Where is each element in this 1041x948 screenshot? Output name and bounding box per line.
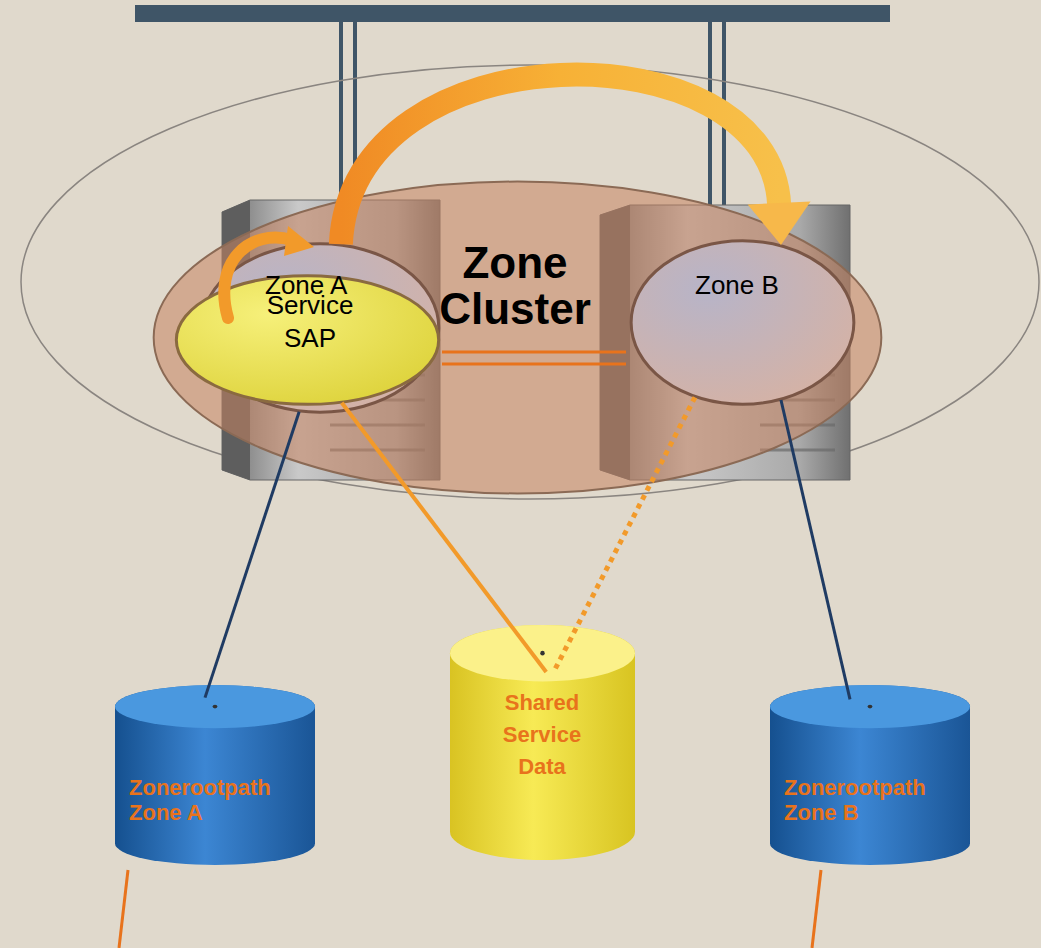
connector xyxy=(781,400,850,699)
zone-cluster-ellipse: Zone ClusterZone AService SAP Zone B xyxy=(150,180,885,495)
network-bar xyxy=(135,5,890,22)
node-label: Service SAP xyxy=(255,289,365,354)
node-label: Zonerootpath Zone B xyxy=(784,775,962,826)
connector xyxy=(554,397,695,672)
connector xyxy=(205,412,299,698)
node-label: Zone B xyxy=(695,270,845,301)
zone-circle: Zone B xyxy=(630,240,855,405)
node-label: Zonerootpath Zone A xyxy=(129,775,307,826)
zone-circle: Zone AService SAP xyxy=(200,243,440,413)
outer-ellipse xyxy=(21,65,1039,499)
local-restart-head xyxy=(284,226,314,256)
local-restart-arrow xyxy=(224,238,292,318)
arc-path xyxy=(341,75,779,245)
zone-link xyxy=(442,352,626,364)
connector xyxy=(342,403,546,672)
disk-cylinder: Zonerootpath Zone B xyxy=(770,685,970,865)
service-ellipse: Service SAP xyxy=(175,275,440,405)
connector-line xyxy=(554,397,695,672)
zone-circle-outline xyxy=(630,240,855,405)
disk-cylinder: Zonerootpath Zone A xyxy=(115,685,315,865)
connector-line xyxy=(205,412,299,698)
leader-lines xyxy=(119,870,821,948)
failover-arrow xyxy=(341,75,811,245)
shared-cylinder: Shared Service Data xyxy=(450,625,635,860)
node-label: Shared Service Data xyxy=(492,687,592,783)
connector-line xyxy=(781,400,850,699)
node-label: Zone Cluster xyxy=(415,240,615,332)
arrowhead xyxy=(748,202,811,245)
connector-line xyxy=(342,403,546,672)
